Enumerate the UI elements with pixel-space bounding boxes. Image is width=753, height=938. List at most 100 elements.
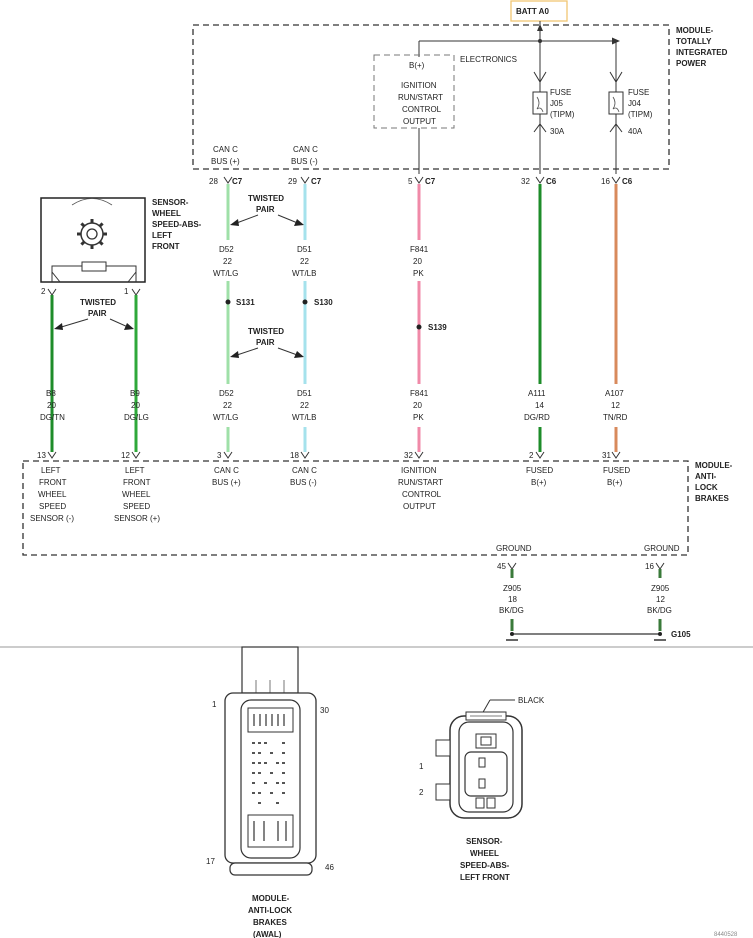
twisted-pair-3: TWISTED PAIR xyxy=(230,327,304,358)
sensor-connector-pin: 1 xyxy=(419,762,424,771)
wire-color: TN/RD xyxy=(603,413,628,422)
ign-line: IGNITION xyxy=(401,81,437,90)
tipm-pin-labels: 28 C7 29 C7 5 C7 32 C6 16 C6 xyxy=(209,177,633,186)
abs-label: FRONT xyxy=(39,478,67,487)
sensor-title: SENSOR- xyxy=(152,198,189,207)
tipm-title-line: TOTALLY xyxy=(676,37,712,46)
tipm-can-plus: BUS (+) xyxy=(211,157,240,166)
wire-gauge: 20 xyxy=(413,401,422,410)
tipm-title-line: INTEGRATED xyxy=(676,48,728,57)
ground-gauge: 18 xyxy=(508,595,517,604)
sensor-title: FRONT xyxy=(152,242,180,251)
abs-label: FRONT xyxy=(123,478,151,487)
abs-pin: 32 xyxy=(404,451,413,460)
wire-color: WT/LB xyxy=(292,269,316,278)
sensor-pin: 2 xyxy=(41,287,46,296)
abs-label: CONTROL xyxy=(402,490,442,499)
abs-connector-pin: 30 xyxy=(320,706,329,715)
gear-icon xyxy=(77,219,107,249)
wire-circuit: B9 xyxy=(130,389,140,398)
splice-dot xyxy=(225,299,231,305)
ground-dot xyxy=(658,632,662,636)
fuse-label-line: 40A xyxy=(628,127,643,136)
abs-label: SENSOR (+) xyxy=(114,514,160,523)
ground-pin: 16 xyxy=(645,562,654,571)
wire-gauge: 20 xyxy=(131,401,140,410)
wire-labels-lower: B8 20 DG/TN B9 20 DG/LG D52 22 WT/LG D51… xyxy=(40,389,628,422)
splice-label: S130 xyxy=(314,298,333,307)
abs-title: BRAKES xyxy=(695,494,729,503)
abs-pin: 12 xyxy=(121,451,130,460)
abs-title: MODULE- xyxy=(695,461,733,470)
splice-dot xyxy=(302,299,308,305)
tipm-title-line: POWER xyxy=(676,59,706,68)
abs-pin: 31 xyxy=(602,451,611,460)
twisted-pair-label: PAIR xyxy=(88,309,107,318)
abs-label: CAN C xyxy=(214,466,239,475)
fuse-label-line: J04 xyxy=(628,99,641,108)
splices: S131 S130 S139 xyxy=(225,298,447,332)
wire-circuit: A107 xyxy=(605,389,624,398)
twisted-pair-label: TWISTED xyxy=(80,298,116,307)
batt-label-box xyxy=(510,0,568,22)
twisted-pair-label: TWISTED xyxy=(248,327,284,336)
abs-label: SPEED xyxy=(123,502,150,511)
splice-label: S139 xyxy=(428,323,447,332)
tipm-module: MODULE- TOTALLY INTEGRATED POWER ELECTRO… xyxy=(192,21,728,174)
wire-circuit: F841 xyxy=(410,389,429,398)
fuse-j05: FUSE J05 (TIPM) 30A xyxy=(532,71,575,174)
ign-line: CONTROL xyxy=(402,105,442,114)
abs-label: WHEEL xyxy=(122,490,151,499)
tipm-pin: 5 xyxy=(408,177,413,186)
wire-color: DG/RD xyxy=(524,413,550,422)
abs-label: WHEEL xyxy=(38,490,67,499)
ground-color: BK/DG xyxy=(499,606,524,615)
fuse-label-line: J05 xyxy=(550,99,563,108)
ground-label: GROUND xyxy=(644,544,680,553)
ground-circuit: 45 16 Z905 18 BK/DG Z905 12 BK/DG G105 xyxy=(497,562,691,641)
wire-color: WT/LG xyxy=(213,413,238,422)
abs-pin: 3 xyxy=(217,451,222,460)
abs-connector-label: BRAKES xyxy=(253,918,287,927)
wire-color: DG/LG xyxy=(124,413,149,422)
tipm-pin: 28 xyxy=(209,177,218,186)
wire-gauge: 22 xyxy=(300,257,309,266)
batt-arrow xyxy=(537,24,543,31)
sensor-connector-label: LEFT FRONT xyxy=(460,873,510,882)
abs-label: FUSED xyxy=(526,466,553,475)
connector-terminals-top xyxy=(223,176,621,184)
wire-gauge: 12 xyxy=(611,401,620,410)
ground-circuit-label: Z905 xyxy=(651,584,670,593)
wire-circuit: D51 xyxy=(297,389,312,398)
electronics-label: ELECTRONICS xyxy=(460,55,517,64)
tipm-can-minus: BUS (-) xyxy=(291,157,318,166)
ground-circuit-label: Z905 xyxy=(503,584,522,593)
abs-label: BUS (-) xyxy=(290,478,317,487)
abs-title: ANTI- xyxy=(695,472,717,481)
tipm-conn: C7 xyxy=(425,177,436,186)
sensor-connector-label: SENSOR- xyxy=(466,837,503,846)
abs-boundary xyxy=(22,460,689,556)
abs-pin: 18 xyxy=(290,451,299,460)
abs-connector-pin: 46 xyxy=(325,863,334,872)
fuse-label-line: 30A xyxy=(550,127,565,136)
wire-color: WT/LB xyxy=(292,413,316,422)
twisted-pair-1: TWISTED PAIR xyxy=(230,194,304,226)
batt-label: BATT A0 xyxy=(516,7,549,16)
ground-color: BK/DG xyxy=(647,606,672,615)
abs-label: B(+) xyxy=(531,478,547,487)
sensor-connector-black: BLACK xyxy=(518,696,545,705)
wire-gauge: 22 xyxy=(223,257,232,266)
wire-gauge: 20 xyxy=(413,257,422,266)
abs-label: B(+) xyxy=(607,478,623,487)
abs-label: OUTPUT xyxy=(403,502,436,511)
wire-labels-upper: D52 22 WT/LG D51 22 WT/LB F841 20 PK xyxy=(213,245,429,278)
wire-circuit: D52 xyxy=(219,389,234,398)
tipm-conn: C6 xyxy=(546,177,557,186)
abs-label: CAN C xyxy=(292,466,317,475)
abs-label: RUN/START xyxy=(398,478,443,487)
tipm-title: MODULE- TOTALLY INTEGRATED POWER xyxy=(676,26,728,68)
twisted-pair-label: PAIR xyxy=(256,205,275,214)
abs-pin: 2 xyxy=(529,451,534,460)
